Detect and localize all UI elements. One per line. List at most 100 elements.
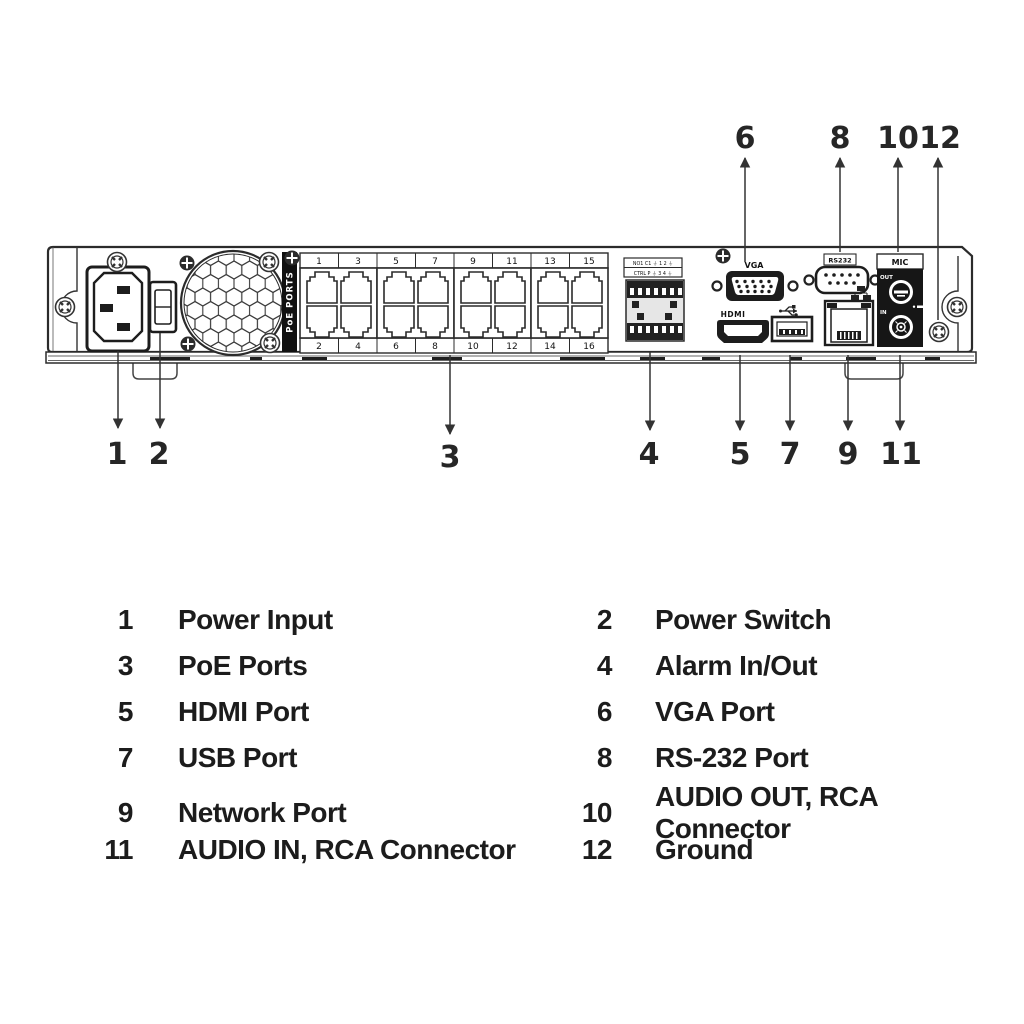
vga-label: VGA [745, 261, 765, 270]
poe-strip-label: PoE PORTS [286, 271, 296, 332]
rail-dashes [150, 357, 940, 360]
poe-label: 15 [583, 257, 594, 267]
legend-number: 10 [581, 797, 613, 828]
rca-in-jack [889, 315, 913, 339]
rj45-port [537, 305, 569, 338]
callout-lines [112, 156, 944, 436]
rj45-port [571, 305, 603, 338]
screw [283, 249, 301, 267]
screw [179, 335, 197, 353]
screw [258, 251, 280, 273]
rj45-port [417, 305, 449, 338]
callout-number: 11 [880, 437, 922, 472]
poe-label: 8 [432, 342, 438, 352]
rj45-port [340, 305, 372, 338]
power-inlet [85, 265, 151, 353]
mic-out-label: OUT [880, 275, 893, 281]
legend-number: 2 [596, 604, 613, 635]
legend-label: AUDIO OUT, RCA Connector [655, 781, 878, 844]
legend-row: 11 AUDIO IN, RCA Connector 12 Ground [0, 827, 1016, 873]
fan-grille [179, 249, 287, 357]
legend-label: Power Input [178, 604, 333, 635]
legend-label: Ground [655, 834, 754, 865]
rca-out-jack [889, 280, 913, 304]
rs232-label: RS232 [828, 257, 851, 265]
rj45-port [306, 271, 338, 304]
mic-block: MIC OUT IN [876, 253, 924, 347]
legend-row: 3 PoE Ports 4 Alarm In/Out [0, 643, 1016, 689]
legend-label: VGA Port [655, 696, 775, 727]
legend-number: 6 [596, 696, 613, 727]
poe-label: 4 [355, 342, 361, 352]
poe-label: 10 [467, 342, 479, 352]
poe-label: 11 [506, 257, 517, 267]
usb-connector [770, 305, 814, 343]
foot-left [132, 360, 178, 380]
screw [54, 296, 76, 318]
ground-screw [928, 321, 950, 343]
poe-label: 14 [544, 342, 556, 352]
alarm-label-row1: NO1 C1 ⏚ 1 2 ⏚ [633, 260, 673, 267]
screw [178, 254, 196, 272]
callout-number: 4 [639, 437, 660, 472]
poe-port-block: 1 3 5 7 9 11 13 15 2 4 6 8 10 12 14 16 [299, 252, 609, 354]
poe-label: 13 [544, 257, 555, 267]
screw [259, 332, 281, 354]
vga-connector: VGA [711, 261, 799, 301]
rj45-port [417, 271, 449, 304]
legend-number: 3 [117, 650, 134, 681]
poe-label: 7 [432, 257, 438, 267]
network-port [823, 286, 875, 347]
legend-number: 4 [596, 650, 613, 681]
rj45-port [460, 271, 492, 304]
callout-number: 10 [877, 121, 919, 156]
callout-number: 6 [735, 121, 756, 156]
legend-label: PoE Ports [178, 650, 308, 681]
legend-label: USB Port [178, 742, 297, 773]
screw [714, 247, 732, 265]
legend-label: RS-232 Port [655, 742, 809, 773]
legend-row: 7 USB Port 8 RS-232 Port [0, 735, 1016, 781]
rj45-port [340, 271, 372, 304]
legend-number: 1 [117, 604, 134, 635]
poe-strip: PoE PORTS [282, 252, 297, 352]
mic-label: MIC [892, 258, 909, 267]
screw [106, 251, 128, 273]
rj45-port [571, 271, 603, 304]
legend-label: HDMI Port [178, 696, 309, 727]
legend-label: Alarm In/Out [655, 650, 818, 681]
rj45-port [383, 305, 415, 338]
poe-label: 3 [355, 257, 361, 267]
legend-label: AUDIO IN, RCA Connector [178, 834, 516, 865]
poe-label: 6 [393, 342, 399, 352]
power-switch [148, 280, 178, 334]
poe-label: 16 [583, 342, 595, 352]
alarm-terminal: NO1 C1 ⏚ 1 2 ⏚ CTRL P ⏚ 3 4 ⏚ [623, 257, 685, 342]
legend-row: 1 Power Input 2 Power Switch [0, 597, 1016, 643]
poe-label: 1 [316, 257, 322, 267]
poe-label: 12 [506, 342, 517, 352]
foot-right [844, 360, 904, 380]
callout-number: 8 [830, 121, 851, 156]
callout-number: 5 [730, 437, 751, 472]
rj45-port [537, 271, 569, 304]
poe-label: 9 [470, 257, 476, 267]
alarm-label-row2: CTRL P ⏚ 3 4 ⏚ [634, 270, 673, 277]
callout-number: 7 [780, 437, 801, 472]
poe-label: 5 [393, 257, 399, 267]
legend-number: 12 [581, 834, 613, 865]
callout-number: 2 [149, 437, 170, 472]
hdmi-connector: HDMI [717, 310, 769, 343]
usb-icon [779, 305, 798, 317]
rj45-port [383, 271, 415, 304]
rj45-port [460, 305, 492, 338]
legend-number: 11 [104, 834, 133, 865]
legend-number: 8 [596, 742, 613, 773]
callout-number: 3 [440, 440, 461, 475]
rj45-port [494, 305, 526, 338]
hdmi-label: HDMI [721, 310, 746, 319]
callout-numbers: 6 8 10 12 1 2 3 4 5 7 9 11 [107, 121, 961, 475]
legend-label: Network Port [178, 797, 347, 828]
callout-number: 12 [919, 121, 961, 156]
legend-row: 9 Network Port 10 AUDIO OUT, RCA Connect… [0, 781, 1016, 844]
